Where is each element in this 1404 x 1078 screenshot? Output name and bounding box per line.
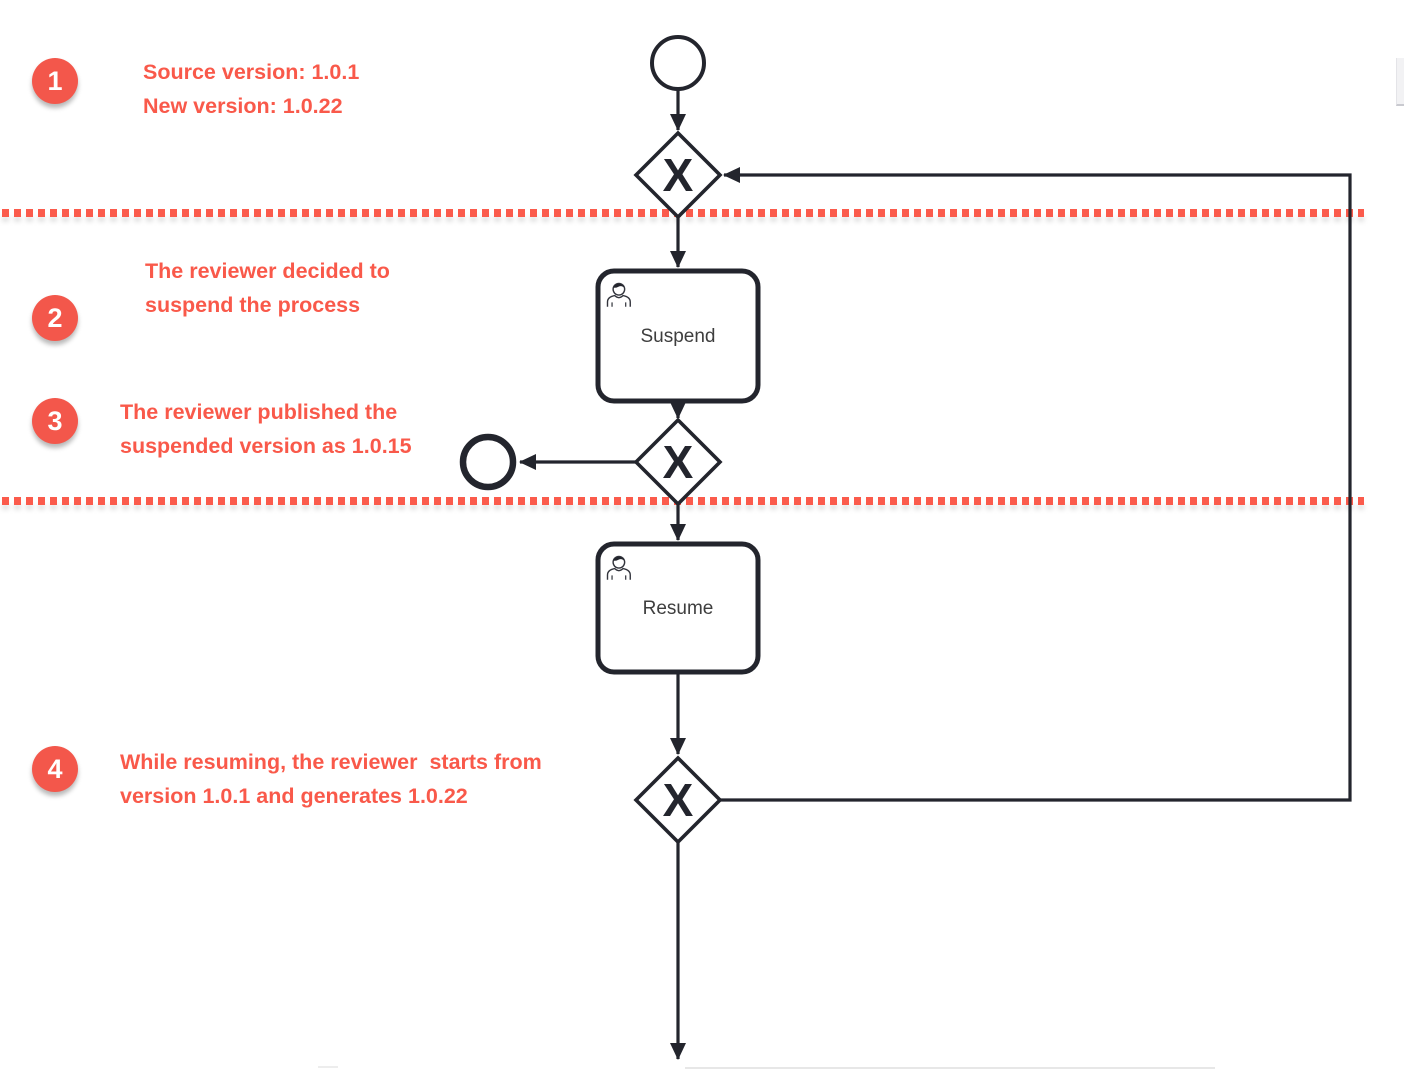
- annotation-badge-1: 1: [32, 58, 78, 104]
- annotation-line: version 1.0.1 and generates 1.0.22: [120, 784, 468, 808]
- user-task-icon: [606, 282, 631, 307]
- annotation-line: The reviewer decided to: [145, 259, 390, 283]
- annotation-line: While resuming, the reviewer starts from: [120, 750, 542, 774]
- end-event[interactable]: [459, 433, 517, 491]
- annotation-text-3: The reviewer published the suspended ver…: [120, 395, 412, 463]
- task-resume-label: Resume: [642, 598, 714, 619]
- task-suspend-label: Suspend: [640, 326, 716, 347]
- annotation-line: Source version: 1.0.1: [143, 60, 360, 84]
- task-resume[interactable]: [595, 541, 761, 675]
- exclusive-gateway-2[interactable]: [633, 417, 723, 507]
- annotation-badge-4: 4: [32, 746, 78, 792]
- task-suspend[interactable]: [595, 268, 761, 404]
- start-event[interactable]: [650, 35, 706, 91]
- flow-loop-gateway3-to-gateway1[interactable]: [718, 167, 1352, 802]
- exclusive-gateway-1[interactable]: [633, 130, 723, 220]
- gateway-3-x-symbol: X: [662, 774, 694, 826]
- annotation-line: suspend the process: [145, 293, 361, 317]
- annotation-text-4: While resuming, the reviewer starts from…: [120, 745, 542, 813]
- user-task-icon: [606, 555, 631, 580]
- vertical-scrollbar[interactable]: [1396, 58, 1404, 106]
- annotation-line: New version: 1.0.22: [143, 94, 343, 118]
- annotation-line: suspended version as 1.0.15: [120, 434, 412, 458]
- annotation-text-1: Source version: 1.0.1 New version: 1.0.2…: [143, 55, 359, 123]
- annotation-text-2: The reviewer decided to suspend the proc…: [145, 254, 390, 322]
- annotation-badge-3: 3: [32, 398, 78, 444]
- annotation-badge-2: 2: [32, 295, 78, 341]
- annotation-line: The reviewer published the: [120, 400, 398, 424]
- gateway-1-x-symbol: X: [662, 149, 694, 201]
- gateway-2-x-symbol: X: [662, 436, 694, 488]
- exclusive-gateway-3[interactable]: [633, 755, 723, 845]
